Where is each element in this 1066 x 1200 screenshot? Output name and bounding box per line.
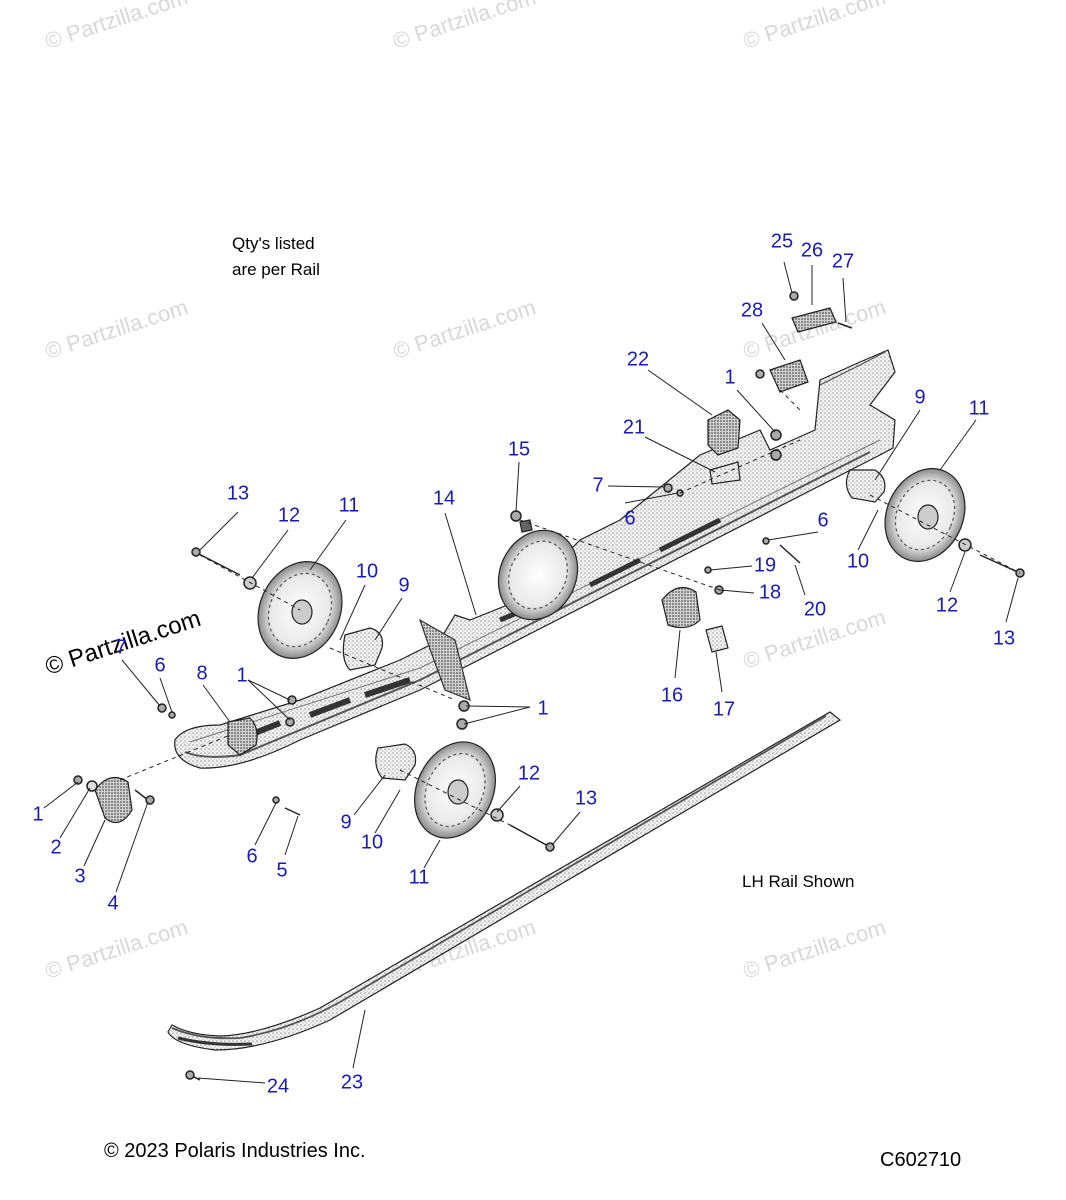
callout-27: 27 xyxy=(831,250,855,273)
callout-20: 20 xyxy=(803,598,827,621)
callout-11: 11 xyxy=(338,494,360,517)
callout-24: 24 xyxy=(266,1075,290,1098)
copyright: © 2023 Polaris Industries Inc. xyxy=(104,1140,366,1162)
callout-1: 1 xyxy=(537,697,549,720)
slide-23 xyxy=(167,711,842,1051)
callout-1: 1 xyxy=(32,803,44,826)
callout-5: 5 xyxy=(276,859,288,882)
callout-13: 13 xyxy=(574,787,598,810)
callout-8: 8 xyxy=(196,662,208,685)
callout-16: 16 xyxy=(660,684,684,707)
callout-1: 1 xyxy=(236,664,248,687)
callout-6: 6 xyxy=(624,507,636,530)
callout-18: 18 xyxy=(758,581,782,604)
callout-25: 25 xyxy=(770,230,794,253)
callout-6: 6 xyxy=(154,654,166,677)
rail-shown-note: LH Rail Shown xyxy=(742,872,855,891)
callout-6: 6 xyxy=(817,509,829,532)
callout-12: 12 xyxy=(277,504,301,527)
callout-14: 14 xyxy=(432,487,456,510)
callout-23: 23 xyxy=(340,1071,364,1094)
qty-note-line1: Qty's listed xyxy=(232,234,315,253)
callout-6: 6 xyxy=(246,845,258,868)
callout-12: 12 xyxy=(517,762,541,785)
diagram-code: C602710 xyxy=(880,1149,962,1171)
callout-9: 9 xyxy=(340,811,352,834)
callout-19: 19 xyxy=(753,554,777,577)
assembly-lines xyxy=(119,389,1021,826)
callout-9: 9 xyxy=(398,574,410,597)
callout-4: 4 xyxy=(107,892,119,915)
callout-28: 28 xyxy=(740,299,764,322)
wheel-11-lower xyxy=(413,741,497,839)
callout-22: 22 xyxy=(626,348,650,371)
callout-10: 10 xyxy=(355,560,379,583)
callout-21: 21 xyxy=(622,416,646,439)
callout-10: 10 xyxy=(846,550,870,573)
callout-7: 7 xyxy=(115,636,127,659)
callout-11: 11 xyxy=(408,866,430,889)
callout-26: 26 xyxy=(800,239,824,262)
wheel-11-middle xyxy=(497,529,579,621)
callout-13: 13 xyxy=(992,627,1016,650)
callout-9: 9 xyxy=(914,386,926,409)
callout-2: 2 xyxy=(50,836,62,859)
callout-7: 7 xyxy=(592,474,604,497)
callout-15: 15 xyxy=(507,438,531,461)
callout-13: 13 xyxy=(226,482,250,505)
callout-3: 3 xyxy=(74,865,86,888)
wheel-11-rear xyxy=(884,468,966,562)
callout-12: 12 xyxy=(935,594,959,617)
callout-1: 1 xyxy=(724,366,736,389)
leader-lines xyxy=(43,261,1019,1084)
axle-bracket-9 xyxy=(342,469,886,781)
qty-note-line2: are per Rail xyxy=(232,260,320,279)
callout-11: 11 xyxy=(968,397,990,420)
qty-note: Qty's listed are per Rail xyxy=(232,231,320,283)
callout-10: 10 xyxy=(360,831,384,854)
callout-17: 17 xyxy=(712,698,736,721)
bolts xyxy=(73,291,1025,1081)
